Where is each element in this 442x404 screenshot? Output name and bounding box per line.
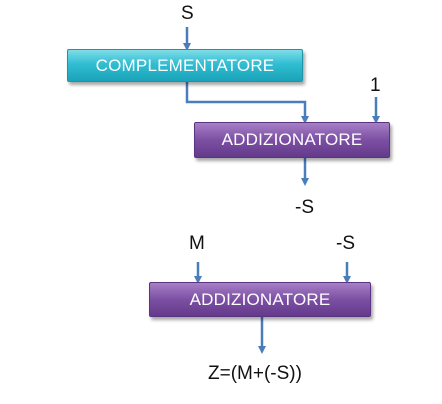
complementatore-label: COMPLEMENTATORE (95, 55, 275, 75)
input-one-label: 1 (370, 75, 381, 96)
arrow-complementatore-to-addizionatore (185, 82, 309, 124)
input-s-label: S (181, 3, 194, 24)
addizionatore-2-label: ADDIZIONATORE (189, 289, 331, 309)
complementatore-block: COMPLEMENTATORE (67, 49, 303, 82)
addizionatore-1-label: ADDIZIONATORE (221, 130, 363, 149)
addizionatore-block-1: ADDIZIONATORE (194, 122, 390, 158)
input-m-label: M (189, 233, 205, 254)
input-neg-s-label: -S (336, 233, 355, 254)
output-neg-s-label: -S (295, 197, 314, 218)
addizionatore-block-2: ADDIZIONATORE (149, 282, 371, 317)
output-z-label: Z=(M+(-S)) (208, 363, 302, 384)
